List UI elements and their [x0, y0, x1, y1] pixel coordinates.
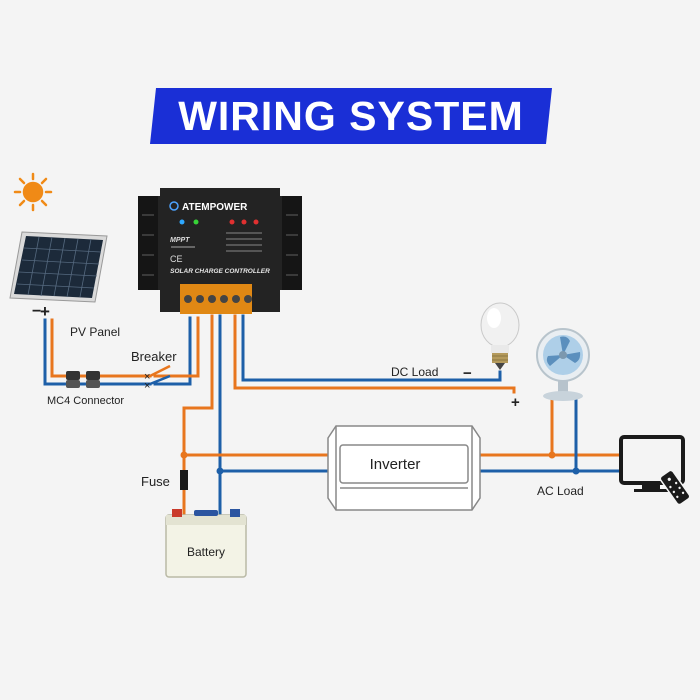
pv-panel-label: PV Panel	[70, 325, 120, 339]
inverter-label: Inverter	[370, 456, 421, 473]
title-banner: WIRING SYSTEM	[150, 88, 552, 144]
breaker-to-controller-positive	[153, 316, 200, 378]
mc4-connector	[66, 371, 100, 388]
light-bulb-icon	[480, 302, 520, 370]
solar-panel-icon	[9, 231, 108, 303]
junction-dots	[216, 467, 580, 475]
fuse-label: Fuse	[141, 474, 170, 489]
controller-ce-mark: CE	[170, 254, 183, 264]
controller-brand: ATEMPOWER	[182, 202, 248, 213]
desk-fan-icon	[536, 328, 590, 401]
pv-positive-wire	[50, 318, 152, 378]
pv-negative-sign: −	[32, 303, 41, 320]
breaker-label: Breaker	[131, 349, 177, 364]
fuse-icon	[180, 470, 188, 490]
breaker-to-controller-negative	[153, 316, 192, 386]
breaker-mark-top: ×	[144, 371, 150, 383]
dc-negative-sign: −	[463, 365, 472, 382]
dc-load-positive-wire	[233, 314, 516, 394]
controller-mode: MPPT	[170, 237, 190, 244]
dc-load-label: DC Load	[391, 365, 438, 379]
remote-control-icon	[659, 469, 691, 506]
ac-load-label: AC Load	[537, 484, 584, 498]
battery-label: Battery	[187, 545, 225, 559]
pv-positive-sign: +	[40, 302, 50, 321]
breaker-mark-bottom: ×	[144, 380, 150, 392]
battery-positive-wire	[182, 314, 214, 517]
dc-load-negative-wire	[241, 314, 502, 382]
controller-name: SOLAR CHARGE CONTROLLER	[170, 268, 270, 275]
mc4-connector-label: MC4 Connector	[47, 395, 124, 407]
wires	[43, 314, 622, 517]
battery-icon	[165, 509, 247, 578]
breaker-switch	[149, 364, 171, 386]
charge-controller: ATEMPOWER MPPT CE SOLAR CHARGE CONTROLLE…	[138, 188, 302, 314]
page-title: WIRING SYSTEM	[178, 92, 524, 139]
tv-icon	[619, 435, 685, 492]
sun-icon	[13, 172, 53, 212]
inverter-box	[327, 425, 481, 511]
dc-positive-sign: +	[511, 394, 520, 411]
title-banner-shape	[150, 88, 552, 144]
pv-negative-wire	[43, 318, 152, 386]
